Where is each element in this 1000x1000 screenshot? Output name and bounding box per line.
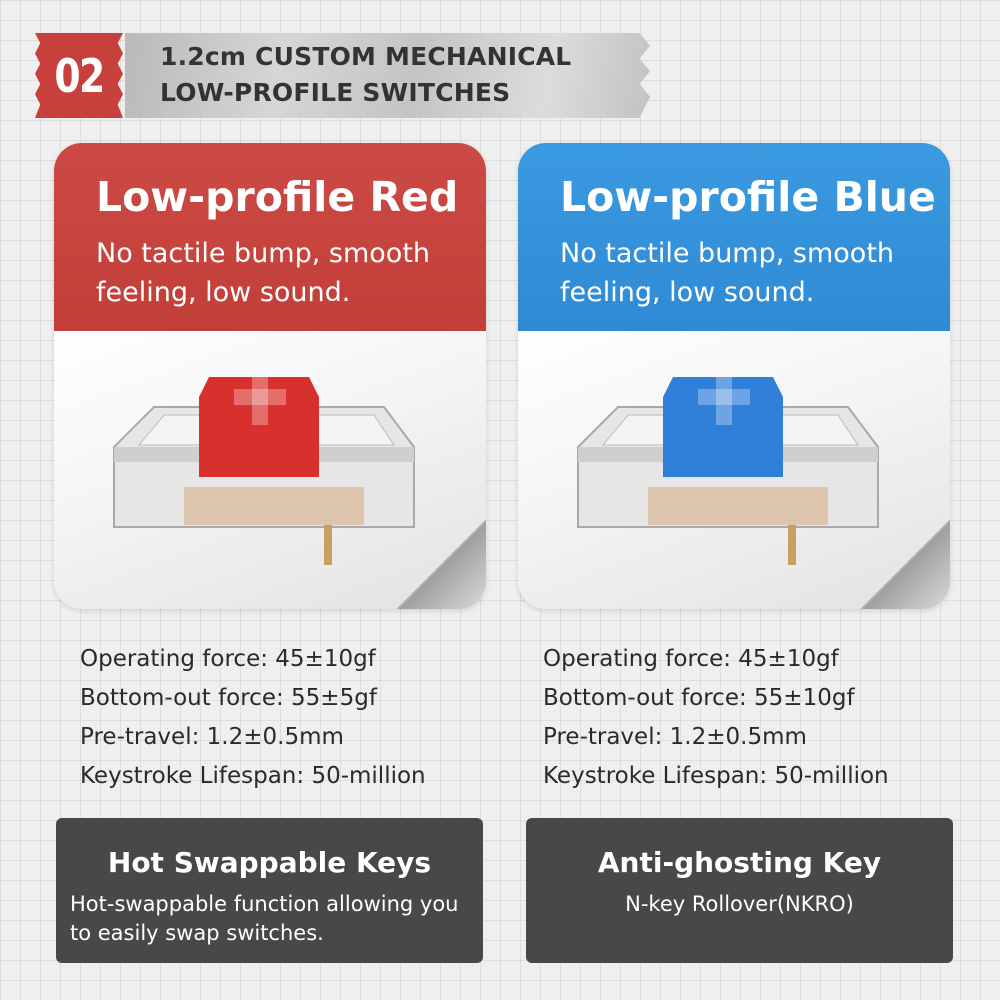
red-card-banner: Low-profile Red No tactile bump, smooth … xyxy=(54,143,486,331)
spec-bottom-out-force: Bottom-out force: 55±10gf xyxy=(543,685,855,711)
stem-cross-v xyxy=(252,377,268,425)
stem-cross-h xyxy=(234,389,286,405)
spec-lifespan: Keystroke Lifespan: 50-million xyxy=(543,763,889,789)
stem-cross-v xyxy=(716,377,732,425)
blue-switch-stem xyxy=(663,377,783,477)
header-title-line-2: LOW-PROFILE SWITCHES xyxy=(160,78,511,107)
red-switch-icon xyxy=(113,377,415,565)
hot-swap-title: Hot Swappable Keys xyxy=(107,846,432,879)
red-card-title: Low-profile Red xyxy=(96,173,459,221)
switch-spring xyxy=(648,487,828,525)
switch-spring xyxy=(184,487,364,525)
blue-switch-card: Low-profile Blue No tactile bump, smooth… xyxy=(518,143,950,609)
header-banner xyxy=(125,33,650,118)
blue-card-title: Low-profile Blue xyxy=(560,173,936,221)
red-switch-card: Low-profile Red No tactile bump, smooth … xyxy=(54,143,486,609)
spec-operating-force: Operating force: 45±10gf xyxy=(80,646,376,672)
hot-swap-description: Hot-swappable function allowing you to e… xyxy=(70,892,459,945)
red-card-image-area xyxy=(54,331,486,609)
anti-ghosting-title: Anti-ghosting Key xyxy=(597,846,882,879)
spec-operating-force: Operating force: 45±10gf xyxy=(543,646,839,672)
anti-ghosting-description: N-key Rollover(NKRO) xyxy=(625,892,854,916)
red-card-description: No tactile bump, smooth feeling, low sou… xyxy=(96,238,431,308)
section-number-tag: 02 xyxy=(35,33,123,118)
switch-pin xyxy=(324,525,332,565)
spec-bottom-out-force: Bottom-out force: 55±5gf xyxy=(80,685,377,711)
spec-lifespan: Keystroke Lifespan: 50-million xyxy=(80,763,426,789)
stem-cross-h xyxy=(698,389,750,405)
section-number: 02 xyxy=(54,48,105,103)
hot-swap-feature-box: Hot Swappable Keys Hot-swappable functio… xyxy=(56,818,483,963)
header-title-line-1: 1.2cm CUSTOM MECHANICAL xyxy=(160,42,572,71)
blue-card-image-area xyxy=(518,331,950,609)
blue-card-description: No tactile bump, smooth feeling, low sou… xyxy=(560,238,895,308)
blue-card-banner: Low-profile Blue No tactile bump, smooth… xyxy=(518,143,950,331)
red-switch-stem xyxy=(199,377,319,477)
anti-ghosting-feature-box: Anti-ghosting Key N-key Rollover(NKRO) xyxy=(526,818,953,963)
blue-switch-specs: Operating force: 45±10gf Bottom-out forc… xyxy=(543,640,889,796)
blue-switch-icon xyxy=(577,377,879,565)
switch-pin xyxy=(788,525,796,565)
spec-pre-travel: Pre-travel: 1.2±0.5mm xyxy=(80,724,344,750)
spec-pre-travel: Pre-travel: 1.2±0.5mm xyxy=(543,724,807,750)
red-switch-specs: Operating force: 45±10gf Bottom-out forc… xyxy=(80,640,426,796)
